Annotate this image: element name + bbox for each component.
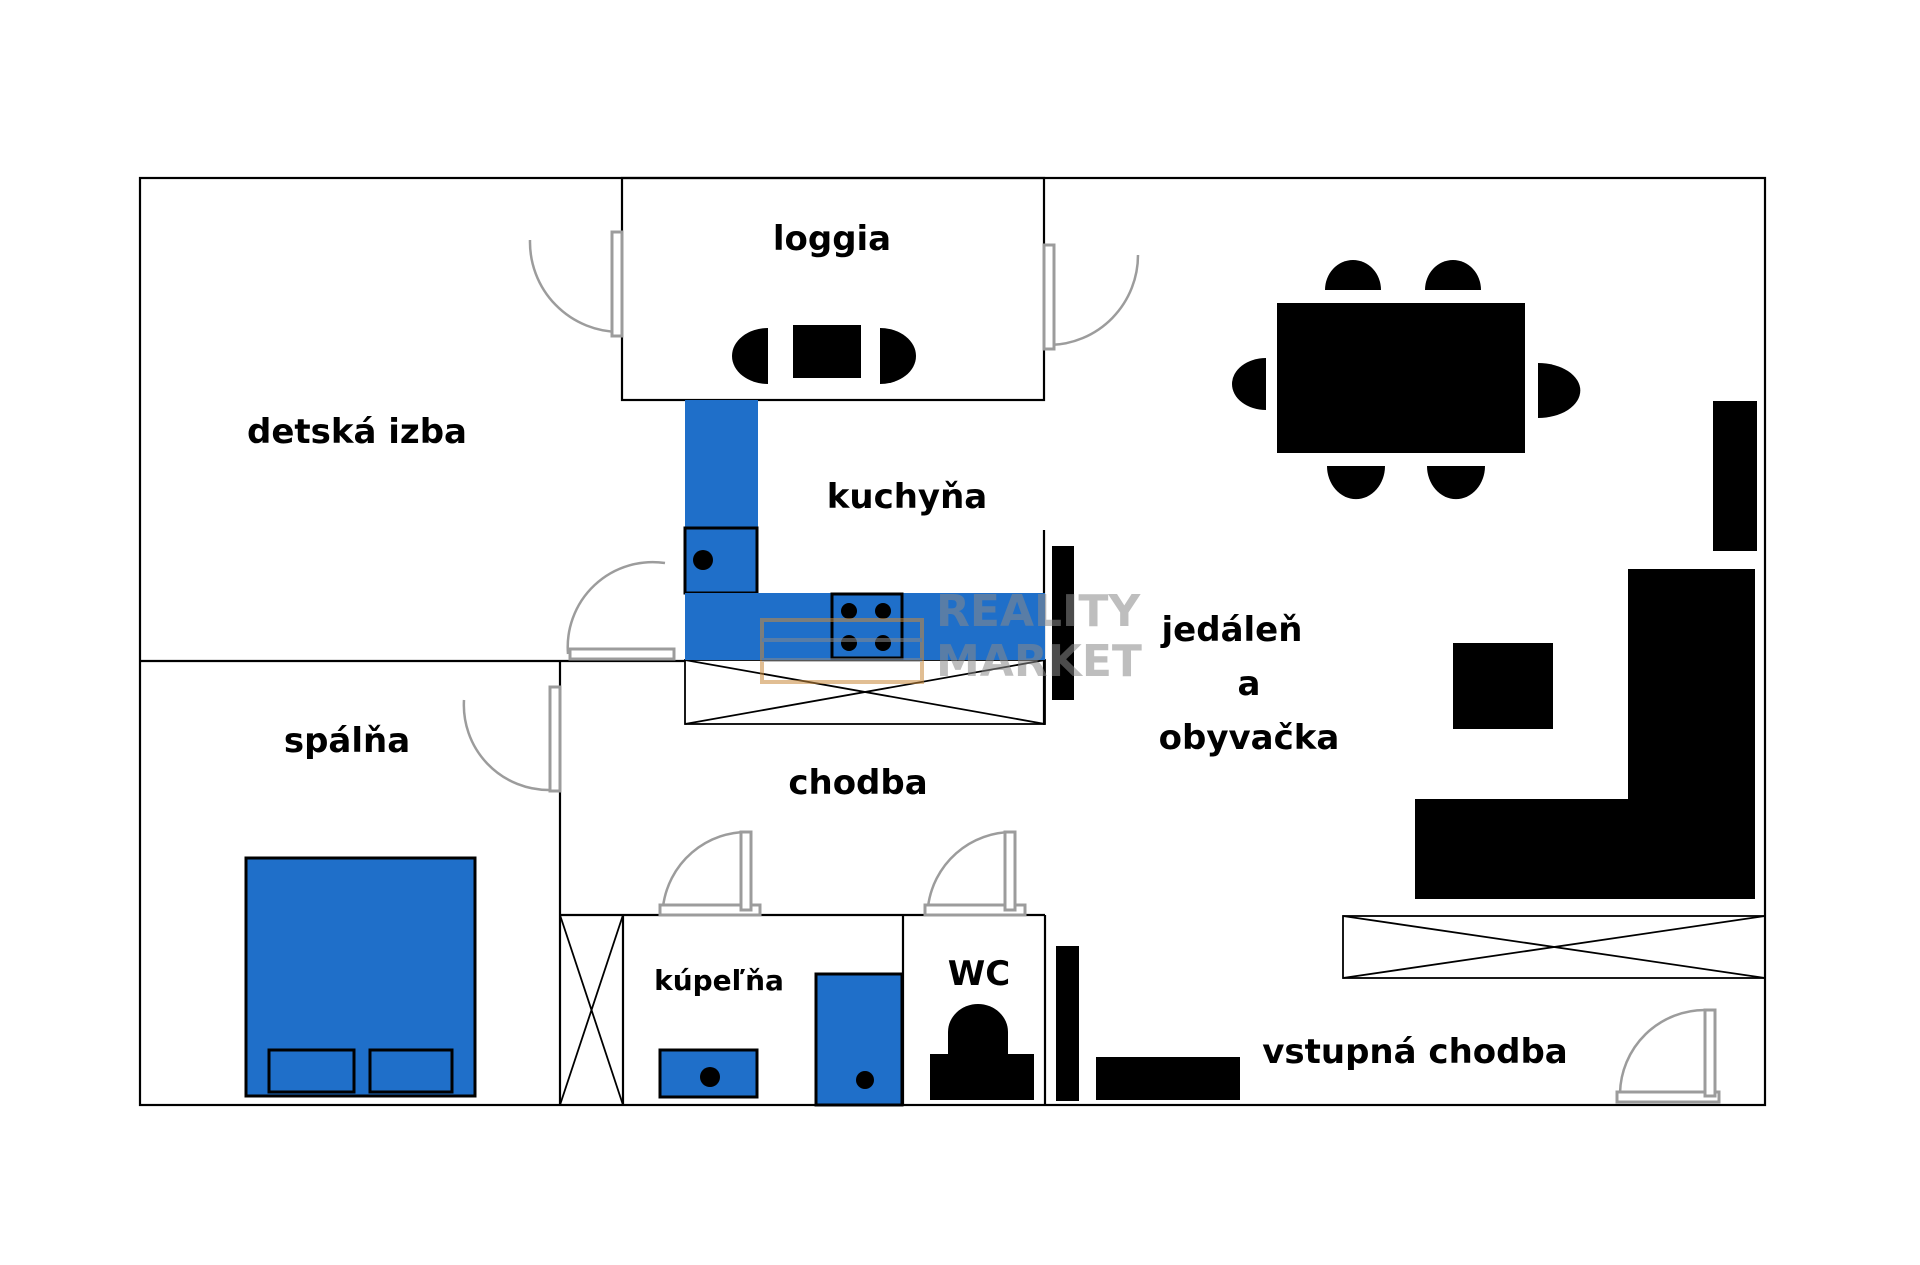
room-label-jedalen: jedáleň bbox=[1160, 610, 1303, 650]
basin-drain bbox=[700, 1067, 720, 1087]
door-icon bbox=[1042, 243, 1140, 351]
door-icon bbox=[462, 685, 562, 793]
room-label-kuchyna: kuchyňa bbox=[827, 477, 988, 517]
pillow bbox=[267, 1048, 356, 1094]
kitchen-divider bbox=[1052, 546, 1074, 700]
chair-icon bbox=[1232, 358, 1266, 410]
living-furniture bbox=[1415, 401, 1757, 899]
burner bbox=[841, 603, 857, 619]
room-label-detska-izba: detská izba bbox=[247, 412, 467, 452]
coffee-table bbox=[1453, 643, 1553, 729]
door-icon bbox=[658, 830, 762, 917]
tall-cabinet bbox=[1713, 401, 1757, 551]
corner-sofa bbox=[1415, 569, 1755, 899]
shower-drain bbox=[856, 1071, 874, 1089]
wardrobe-closet bbox=[559, 914, 624, 1106]
door-icon bbox=[566, 560, 676, 661]
wardrobes bbox=[559, 659, 1766, 1106]
door-icon bbox=[923, 830, 1027, 917]
toilet-icon bbox=[930, 1004, 1034, 1100]
bathroom-fixtures bbox=[658, 972, 904, 1107]
kitchen-counter bbox=[683, 400, 1045, 660]
door-icon bbox=[528, 230, 624, 338]
room-labels: detská izba loggia kuchyňa spálňa chodba… bbox=[247, 219, 1568, 1072]
room-label-chodba: chodba bbox=[788, 763, 927, 803]
door-icon bbox=[1615, 1008, 1721, 1104]
watermark-line1: REALITY bbox=[936, 586, 1141, 637]
chair-icon bbox=[1325, 260, 1381, 290]
pillow bbox=[368, 1048, 454, 1094]
watermark-logo: REALITY MARKET bbox=[760, 586, 1142, 687]
room-label-jedalen-a: a bbox=[1238, 664, 1261, 704]
dining-set bbox=[1232, 260, 1581, 500]
sink-drain bbox=[693, 550, 713, 570]
room-label-loggia: loggia bbox=[773, 219, 891, 259]
chair-icon bbox=[1425, 260, 1481, 290]
chair-icon bbox=[1538, 363, 1581, 418]
shoe-cabinet-low bbox=[1096, 1057, 1240, 1100]
stove-icon bbox=[830, 592, 904, 660]
burner bbox=[875, 635, 891, 651]
dining-table bbox=[1277, 303, 1525, 453]
chair-icon bbox=[1327, 466, 1385, 500]
shoe-cabinet-tall bbox=[1056, 946, 1079, 1101]
burner bbox=[875, 603, 891, 619]
loggia-furniture bbox=[732, 325, 916, 384]
chair-icon bbox=[1427, 466, 1485, 500]
room-label-kupelna: kúpeľňa bbox=[654, 964, 784, 997]
room-label-vstupna-chodba: vstupná chodba bbox=[1262, 1032, 1568, 1072]
room-label-spalna: spálňa bbox=[284, 721, 410, 761]
loggia-table bbox=[793, 325, 861, 378]
watermark-line2: MARKET bbox=[936, 636, 1142, 687]
burner bbox=[841, 635, 857, 651]
counter-vertical bbox=[685, 400, 758, 530]
bed bbox=[244, 856, 477, 1098]
chair-icon bbox=[732, 328, 768, 384]
logo-mark bbox=[760, 618, 924, 684]
doors bbox=[462, 230, 1721, 1104]
room-label-obyvacka: obyvačka bbox=[1159, 718, 1340, 758]
chair-icon bbox=[880, 328, 916, 384]
wardrobe-entrance bbox=[1342, 915, 1766, 979]
room-label-wc: WC bbox=[948, 954, 1010, 994]
